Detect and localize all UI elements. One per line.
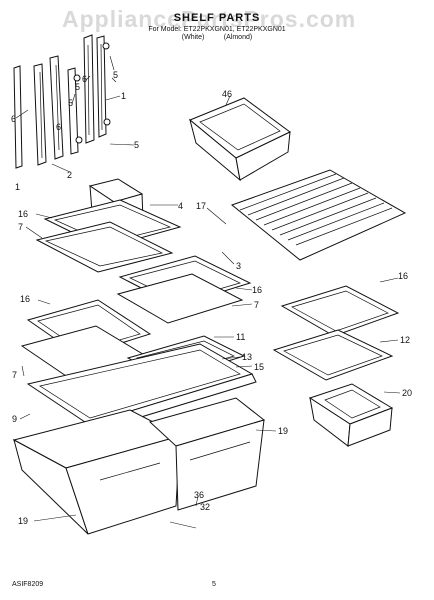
callout-16: 16 <box>398 271 408 281</box>
callout-labels: 5 6 5 6 5 1 6 5 2 1 46 4 16 7 17 3 16 7 … <box>11 70 412 526</box>
shelf-rails <box>13 34 111 169</box>
callout-15: 15 <box>254 362 264 372</box>
page-title: SHELF PARTS <box>173 12 261 24</box>
shelf-right-door <box>272 285 400 381</box>
callout-12: 12 <box>400 335 410 345</box>
callout-7: 7 <box>18 222 23 232</box>
watermark: AppliancePartsPros.com <box>62 6 357 32</box>
shelf-middle-left <box>20 299 152 381</box>
callout-5: 5 <box>134 140 139 150</box>
callout-19: 19 <box>278 426 288 436</box>
subtitle-line-2: (White) (Almond) <box>181 34 253 41</box>
meat-drawer <box>308 383 394 447</box>
callout-2: 2 <box>67 170 72 180</box>
crisper-drawers <box>12 397 266 535</box>
callout-7: 7 <box>12 370 17 380</box>
callout-1: 1 <box>15 182 20 192</box>
callout-7: 7 <box>254 300 259 310</box>
callout-17: 17 <box>196 201 206 211</box>
callout-5: 5 <box>75 82 80 92</box>
callout-16: 16 <box>252 285 262 295</box>
deli-drawer <box>189 97 291 182</box>
callout-32: 32 <box>200 502 210 512</box>
callout-6: 6 <box>82 74 87 84</box>
callout-6: 6 <box>11 114 16 124</box>
model-subtitle: For Model: ET22PKXGN01, ET22PKXGN01 (Whi… <box>0 26 434 42</box>
callout-6: 6 <box>56 122 61 132</box>
callout-19: 19 <box>18 516 28 526</box>
callout-11: 11 <box>236 332 245 342</box>
callout-13: 13 <box>242 352 252 362</box>
wire-shelf <box>230 169 407 261</box>
callout-20: 20 <box>402 388 412 398</box>
subtitle-line-1: For Model: ET22PKXGN01, ET22PKXGN01 <box>148 26 286 33</box>
callout-5: 5 <box>113 70 118 80</box>
footer-code: ASIF8209 <box>12 581 44 588</box>
page-number: 5 <box>212 581 216 588</box>
callout-46: 46 <box>222 89 232 99</box>
callout-4: 4 <box>178 201 183 211</box>
leader-lines <box>15 55 401 529</box>
shelf-upper-left <box>35 199 182 273</box>
callout-16: 16 <box>18 209 28 219</box>
callout-36: 36 <box>194 490 204 500</box>
callout-3: 3 <box>236 261 241 271</box>
callout-9: 9 <box>12 414 17 424</box>
callout-16: 16 <box>20 294 30 304</box>
shelf-upper-right <box>116 255 252 324</box>
callout-5: 5 <box>68 98 73 108</box>
callout-1: 1 <box>121 91 126 101</box>
